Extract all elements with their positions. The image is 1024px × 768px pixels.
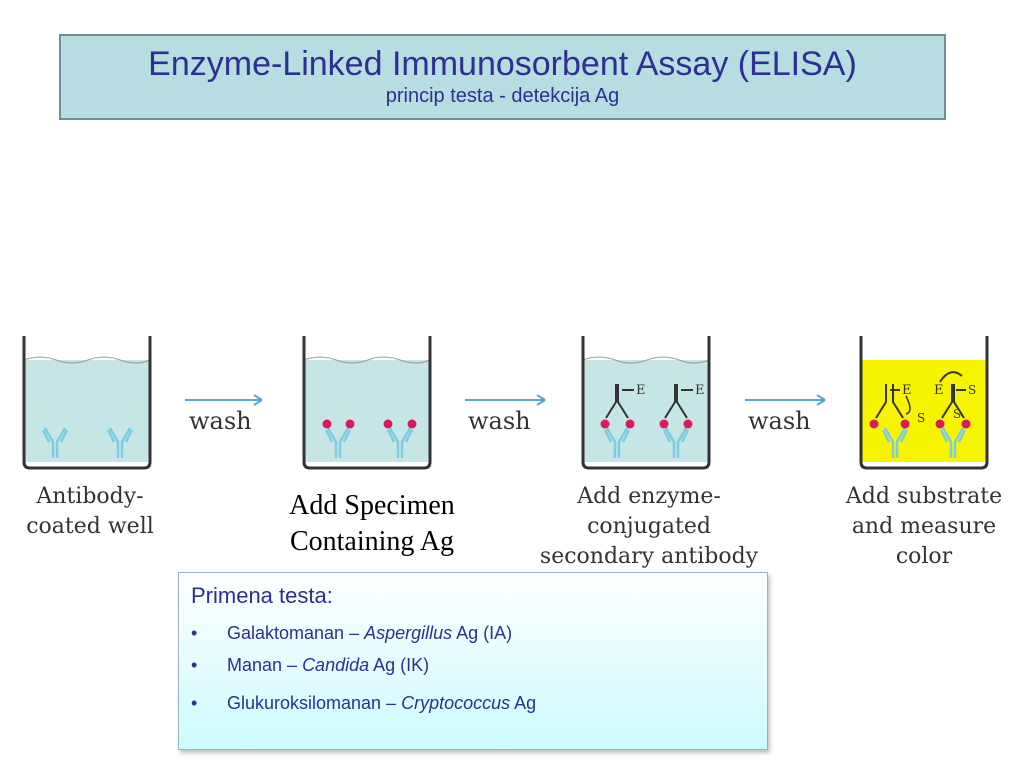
step4-line2: and measure bbox=[851, 514, 997, 539]
step3-line3: secondary antibody bbox=[539, 544, 759, 569]
substrate-label-1: S bbox=[917, 411, 925, 425]
item-organism: Aspergillus bbox=[364, 623, 453, 643]
step4-line3: color bbox=[895, 544, 953, 569]
info-box: Primena testa: • Galaktomanan – Aspergill… bbox=[178, 572, 768, 750]
well-3 bbox=[581, 336, 711, 470]
step2-line1: Add Specimen bbox=[289, 490, 455, 521]
substrate-label-3: S bbox=[953, 407, 961, 421]
step1-label: Antibody- coated well bbox=[10, 482, 170, 542]
item-text: Galaktomanan – bbox=[227, 623, 365, 643]
bullet-icon: • bbox=[191, 623, 198, 643]
elisa-diagram: E E E E S S S wash wash wash Antibody- c… bbox=[0, 320, 1024, 580]
enzyme-label-3: E bbox=[902, 383, 912, 398]
list-item: • Galaktomanan – Aspergillus Ag (IA) bbox=[191, 623, 512, 644]
step1-line2: coated well bbox=[26, 514, 154, 539]
step3-line2: conjugated bbox=[587, 514, 711, 539]
enzyme-label-2: E bbox=[695, 383, 705, 398]
item-suffix: Ag (IA) bbox=[452, 623, 513, 643]
list-item: • Manan – Candida Ag (IK) bbox=[191, 655, 429, 676]
enzyme-label-1: E bbox=[636, 383, 646, 398]
info-heading: Primena testa: bbox=[191, 583, 333, 608]
step1-line1: Antibody- bbox=[36, 484, 144, 509]
wash-label-2: wash bbox=[468, 407, 531, 435]
step3-label: Add enzyme- conjugated secondary antibod… bbox=[520, 482, 778, 572]
wash-arrow-1 bbox=[185, 394, 263, 406]
wash-label-1: wash bbox=[189, 407, 252, 435]
wash-arrow-3 bbox=[745, 394, 826, 406]
title-box: Enzyme-Linked Immunosorbent Assay (ELISA… bbox=[59, 34, 946, 120]
well-1 bbox=[22, 336, 152, 470]
enzyme-label-4: E bbox=[934, 383, 944, 398]
step4-line1: Add substrate bbox=[845, 484, 1003, 509]
step2-label: Add Specimen Containing Ag bbox=[254, 488, 490, 560]
step2-line2: Containing Ag bbox=[289, 526, 455, 557]
bullet-icon: • bbox=[191, 693, 198, 713]
substrate-label-2: S bbox=[968, 383, 976, 397]
list-item: • Glukuroksilomanan – Cryptococcus Ag bbox=[191, 693, 536, 714]
well-4 bbox=[859, 336, 989, 470]
bullet-icon: • bbox=[191, 655, 198, 675]
step4-label: Add substrate and measure color bbox=[830, 482, 1018, 572]
item-suffix: Ag bbox=[510, 693, 537, 713]
item-organism: Cryptococcus bbox=[401, 693, 511, 713]
item-text: Glukuroksilomanan – bbox=[227, 693, 402, 713]
wash-arrow-2 bbox=[465, 394, 546, 406]
wash-label-3: wash bbox=[748, 407, 811, 435]
elisa-diagram-svg: E E E E S S S bbox=[22, 336, 989, 470]
slide-title: Enzyme-Linked Immunosorbent Assay (ELISA… bbox=[148, 45, 857, 83]
step3-line1: Add enzyme- bbox=[577, 484, 721, 509]
well-2 bbox=[302, 336, 432, 470]
item-suffix: Ag (IK) bbox=[369, 655, 430, 675]
item-organism: Candida bbox=[302, 655, 370, 675]
slide-subtitle: princip testa - detekcija Ag bbox=[385, 85, 620, 107]
item-text: Manan – bbox=[227, 655, 303, 675]
